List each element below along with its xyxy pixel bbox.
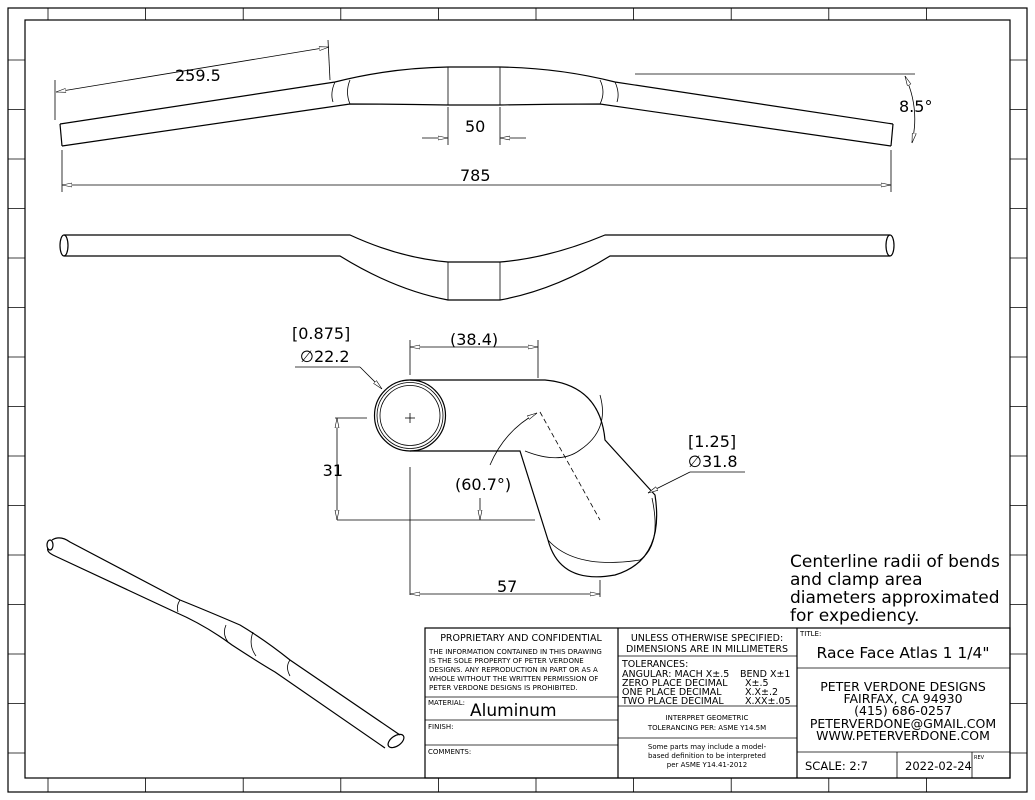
tolerance-value: X.X±.2 [745, 687, 778, 698]
model-note: per ASME Y14.41-2012 [667, 761, 747, 769]
dim-clamp-inch: [1.25] [688, 432, 736, 451]
dim-grip-diameter: ∅22.2 [300, 347, 350, 366]
tolerance-value: BEND X±1 [740, 669, 790, 680]
dim-overall-width: 785 [460, 166, 491, 185]
company-line: (415) 686-0257 [854, 703, 952, 718]
general-note: Centerline radii of bends and clamp area… [790, 552, 1000, 626]
dim-rise-angle: 8.5° [899, 97, 932, 116]
tolerance-value: X±.5 [745, 678, 769, 689]
tolerance-label: ONE PLACE DECIMAL [622, 687, 722, 698]
proprietary-line: PETER VERDONE DESIGNS IS PROHIBITED. [429, 684, 578, 692]
side-view: [0.875] ∅22.2 (38.4) 31 (60.7°) 57 [1.25… [292, 324, 745, 597]
proprietary-line: THE INFORMATION CONTAINED IN THIS DRAWIN… [428, 648, 602, 656]
drawing-title: Race Face Atlas 1 1/4" [817, 644, 990, 662]
note-line: diameters approximated [790, 588, 1000, 608]
model-note: based definition to be interpreted [648, 752, 766, 760]
note-line: for expediency. [790, 606, 919, 626]
dim-grip-inch: [0.875] [292, 324, 350, 343]
top-view [59, 234, 895, 301]
title-label: TITLE: [799, 630, 821, 638]
isometric-view [46, 537, 405, 749]
tolerances-title: TOLERANCES: [621, 659, 688, 670]
tolerance-label: ZERO PLACE DECIMAL [622, 678, 728, 689]
scale: SCALE: 2:7 [805, 759, 868, 773]
dim-reach: 57 [497, 577, 517, 596]
note-line: and clamp area [790, 570, 923, 590]
tolerance-table: ANGULAR: MACH X±.5 BEND X±1 ZERO PLACE D… [621, 669, 791, 707]
title-block: PROPRIETARY AND CONFIDENTIAL THE INFORMA… [424, 627, 1011, 779]
company-line: FAIRFAX, CA 94930 [843, 691, 962, 706]
material-label: MATERIAL: [428, 699, 465, 707]
units-note: UNLESS OTHERWISE SPECIFIED: [631, 633, 783, 644]
company-line: WWW.PETERVERDONE.COM [816, 728, 990, 743]
dim-horizontal-offset: (38.4) [450, 330, 498, 349]
proprietary-title: PROPRIETARY AND CONFIDENTIAL [440, 633, 602, 644]
dim-clamp-width: 50 [465, 117, 485, 136]
company-line: PETERVERDONE@GMAIL.COM [810, 716, 996, 731]
tolerance-value: X.XX±.05 [745, 696, 791, 707]
tolerance-label: ANGULAR: MACH X±.5 [622, 669, 729, 680]
model-note: Some parts may include a model- [648, 743, 767, 751]
company-line: PETER VERDONE DESIGNS [820, 679, 986, 694]
dim-sweep-angle: (60.7°) [455, 475, 511, 494]
dim-clamp-diameter: ∅31.8 [688, 452, 738, 471]
units-note: DIMENSIONS ARE IN MILLIMETERS [626, 644, 788, 655]
proprietary-line: WHOLE WITHOUT THE WRITTEN PERMISSION OF [429, 675, 598, 683]
gdt-note: TOLERANCING PER: ASME Y14.5M [647, 724, 766, 732]
front-view: 259.5 50 8.5° 785 [54, 39, 932, 192]
finish-label: FINISH: [428, 723, 453, 731]
tolerance-label: TWO PLACE DECIMAL [621, 696, 724, 707]
rev-label: REV [974, 755, 985, 761]
proprietary-line: DESIGNS. ANY REPRODUCTION IN PART OR AS … [429, 666, 598, 674]
material-value: Aluminum [470, 701, 557, 721]
note-line: Centerline radii of bends [790, 552, 1000, 572]
dim-bend-length: 259.5 [175, 66, 221, 85]
dim-rise: 31 [323, 461, 343, 480]
gdt-note: INTERPRET GEOMETRIC [666, 714, 749, 722]
comments-label: COMMENTS: [428, 748, 471, 756]
proprietary-line: IS THE SOLE PROPERTY OF PETER VERDONE [429, 657, 584, 665]
date: 2022-02-24 [905, 759, 972, 773]
